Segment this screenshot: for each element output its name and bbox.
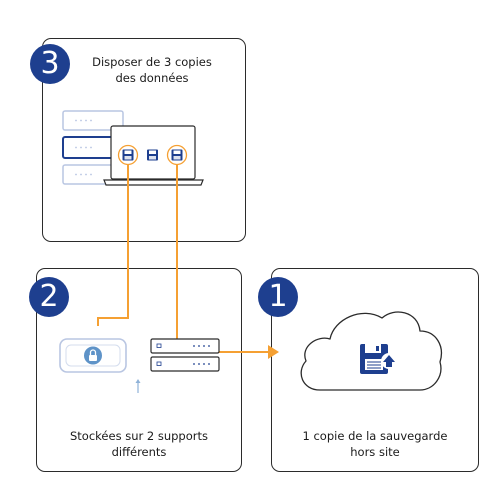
caption-two-line2: différents xyxy=(111,445,167,459)
caption-three-copies: Disposer de 3 copies des données xyxy=(78,54,226,86)
server-unit-icon xyxy=(150,338,220,372)
connector-lines xyxy=(97,165,272,353)
caption-three-line1: Disposer de 3 copies xyxy=(92,55,212,69)
upload-arrow-icon xyxy=(135,379,141,393)
caption-two-line1: Stockées sur 2 supports xyxy=(70,429,208,443)
caption-three-line2: des données xyxy=(115,71,189,85)
server-stack-icon xyxy=(62,110,124,185)
floppy-disk-icon-1 xyxy=(117,144,139,166)
caption-one-line2: hors site xyxy=(350,445,400,459)
step-badge-one: 1 xyxy=(258,277,298,317)
cloud-floppy-disk-icon xyxy=(360,344,397,374)
external-drive-icon xyxy=(59,338,127,373)
floppy-disk-icon-3 xyxy=(166,144,188,166)
caption-one-line1: 1 copie de la sauvegarde xyxy=(302,429,448,443)
step-badge-three: 3 xyxy=(30,44,70,84)
arrow-icon xyxy=(268,345,279,359)
caption-offsite: 1 copie de la sauvegarde hors site xyxy=(282,428,468,460)
caption-two-media: Stockées sur 2 supports différents xyxy=(44,428,234,460)
step-badge-two: 2 xyxy=(29,277,69,317)
floppy-disk-icon-2 xyxy=(147,149,158,161)
